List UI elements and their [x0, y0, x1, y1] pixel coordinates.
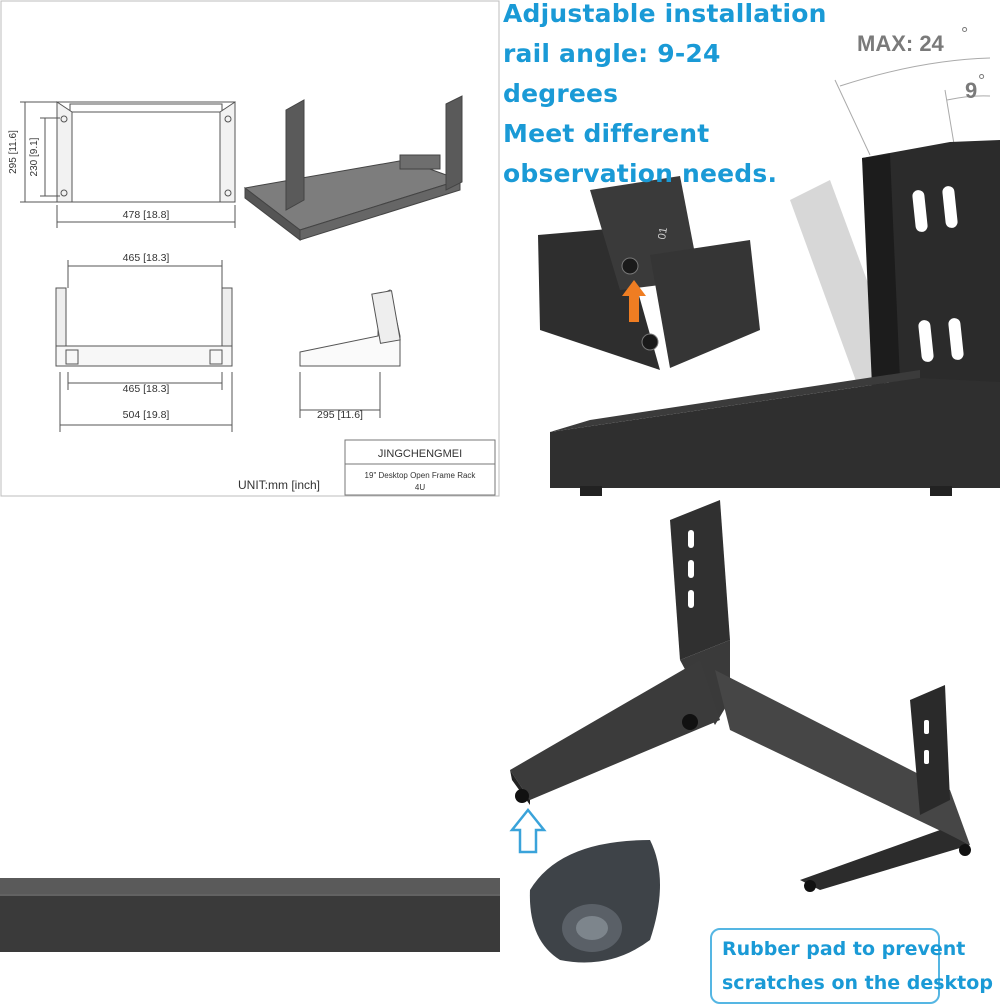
dim-top-inner-width: 465 [18.3]: [123, 383, 170, 395]
rack-slots: [688, 530, 929, 764]
headline-line-2: rail angle: 9-24 degrees: [503, 39, 721, 108]
dim-front-height: 295 [11.6]: [8, 130, 19, 174]
angle-photo: 01 MAX: 24 ° 9 °: [500, 0, 1000, 500]
rail-slots: [912, 186, 964, 362]
feet-photo: [500, 500, 1000, 1000]
technical-drawing: 295 [11.6] 230 [9.1] 478 [18.8] 465 [18.…: [0, 0, 500, 497]
top-view: [55, 260, 233, 432]
title-product: 19" Desktop Open Frame Rack: [365, 471, 477, 480]
min-angle-degree: °: [978, 71, 985, 91]
angle-headline: Adjustable installation rail angle: 9-24…: [503, 0, 833, 194]
rack-body: [510, 500, 971, 892]
dim-top-width: 465 [18.3]: [123, 252, 170, 264]
rubber-pad-callout: Rubber pad to prevent scratches on the d…: [710, 928, 993, 1004]
bar-closeup: [0, 500, 500, 1000]
dim-inner-height: 230 [9.1]: [29, 137, 40, 176]
min-angle-label: 9: [965, 78, 977, 103]
iso-view: [243, 95, 463, 242]
unit-note: UNIT:mm [inch]: [238, 478, 320, 492]
max-angle-label: MAX: 24: [857, 31, 945, 56]
side-view: [299, 289, 401, 418]
dim-top-total-width: 504 [19.8]: [123, 409, 170, 421]
angle-guides: [834, 57, 991, 156]
headline-line-1: Adjustable installation: [503, 0, 827, 28]
rubber-foot-closeup: [529, 840, 660, 963]
headline-line-3: Meet different: [503, 119, 710, 148]
front-view: [20, 101, 236, 228]
dim-front-width: 478 [18.8]: [123, 209, 170, 221]
inset-hinge: [538, 176, 760, 370]
callout-line-1: Rubber pad to prevent: [722, 938, 966, 960]
title-brand: JINGCHENGMEI: [378, 448, 462, 460]
title-size: 4U: [415, 483, 425, 492]
headline-line-4: observation needs.: [503, 159, 778, 188]
dim-side-depth: 295 [11.6]: [317, 409, 363, 421]
orange-up-arrow-icon: [622, 280, 646, 322]
callout-line-2: scratches on the desktop: [722, 972, 993, 994]
title-block: [344, 439, 496, 496]
up-arrow-outline-icon: [509, 807, 547, 854]
rail-marking: 01: [656, 226, 670, 240]
rack-corner: [550, 140, 1000, 496]
max-angle-degree: °: [961, 24, 968, 44]
